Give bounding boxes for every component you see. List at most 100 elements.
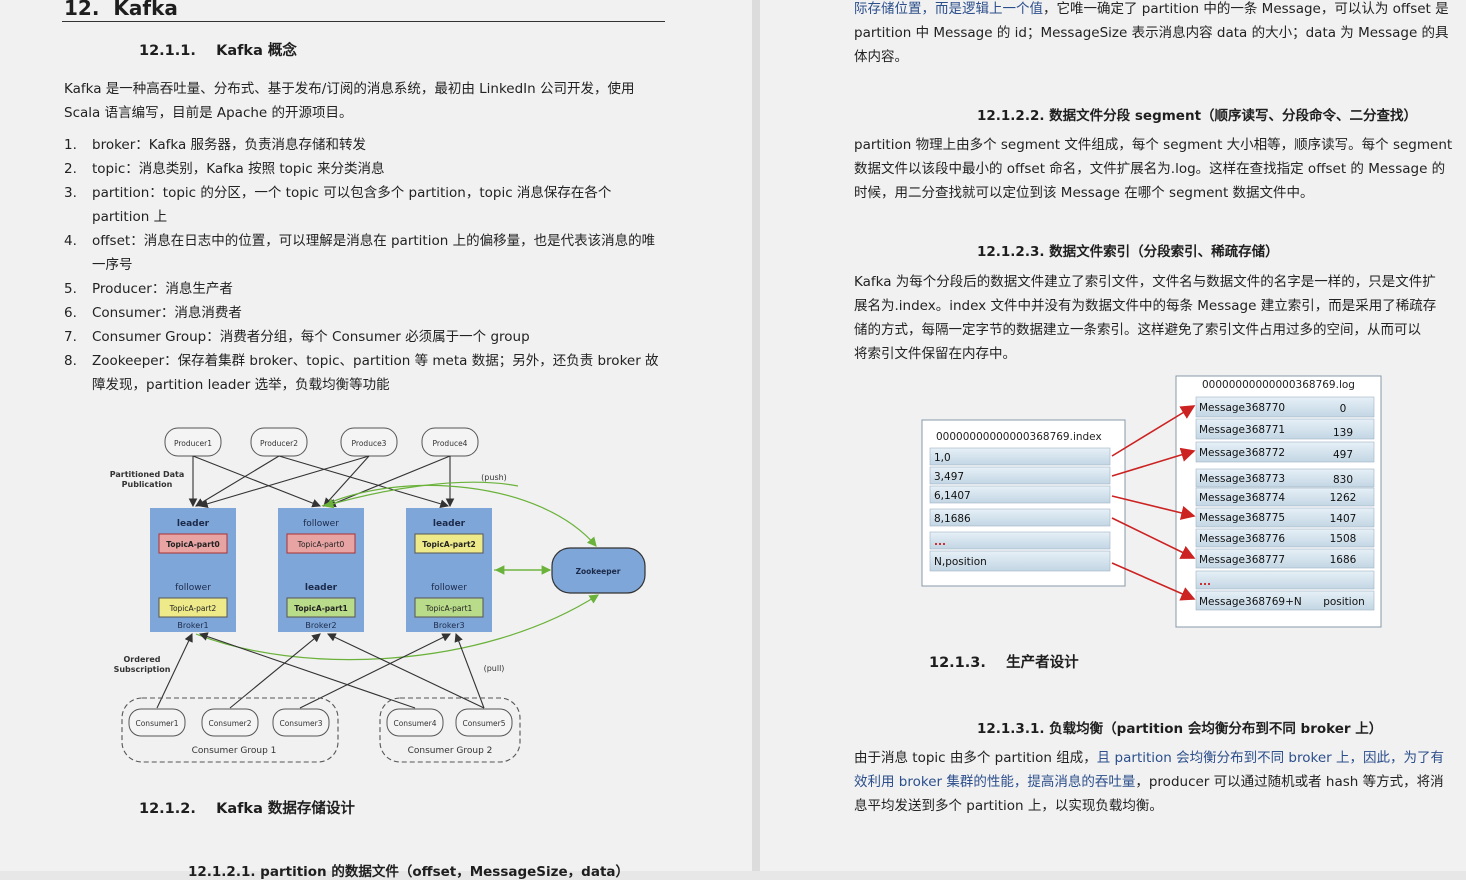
producer-node: Produce3	[340, 427, 398, 457]
consumer-label: Consumer2	[208, 719, 251, 728]
log-msg: Message368771	[1199, 424, 1285, 436]
broker-role: follower	[175, 583, 211, 593]
broker-node: follower TopicA-part0 leader TopicA-part…	[278, 508, 364, 632]
consumer-node: Consumer2	[201, 708, 259, 737]
consumer-label: Consumer5	[462, 719, 505, 728]
log-pos: 1407	[1330, 513, 1357, 525]
log-pos: 497	[1333, 449, 1353, 461]
producer-label: Produce3	[352, 439, 387, 448]
index-row: 8,1686	[934, 513, 971, 525]
producer-label: Producer1	[174, 439, 212, 448]
index-log-diagram: 00000000000000368769.index 1,0 3,497 6,1…	[921, 375, 1382, 628]
index-paragraph: Kafka 为每个分段后的数据文件建立了索引文件，文件名与数据文件的名字是一样的…	[854, 274, 1437, 362]
consumer-group-label: Consumer Group 1	[192, 746, 277, 756]
section-heading-storage: 12.1.2. Kafka 数据存储设计	[139, 801, 355, 817]
partition-label: TopicA-part2	[169, 604, 217, 613]
consumer-node: Consumer3	[272, 708, 330, 737]
index-file: 00000000000000368769.index 1,0 3,497 6,1…	[921, 419, 1126, 587]
segment-heading: 12.1.2.2. 数据文件分段 segment（顺序读写、分段命令、二分查找）	[977, 108, 1418, 124]
log-pos: 830	[1333, 474, 1353, 486]
list-item: 2.topic：消息类别，Kafka 按照 topic 来分类消息	[64, 161, 385, 177]
log-msg: Message368770	[1199, 402, 1285, 414]
log-pos: 1508	[1330, 533, 1357, 545]
index-pointer-arrows	[1111, 405, 1196, 601]
page-gap	[752, 0, 760, 871]
zookeeper-node: Zookeeper	[551, 547, 646, 594]
consumer-node: Consumer1	[128, 708, 186, 737]
list-item: 1.broker：Kafka 服务器，负责消息存储和转发	[64, 137, 367, 153]
consumer-group-box	[121, 697, 339, 763]
broker-role: follower	[431, 583, 467, 593]
broker-node: leader TopicA-part0 follower TopicA-part…	[150, 508, 236, 632]
left-page: 12. Kafka 12.1.1. Kafka 概念 Kafka 是一种高吞吐量…	[62, 0, 665, 880]
consumer-node: Consumer4	[386, 708, 444, 737]
data-file-paragraph: 际存储位置，而是逻辑上一个值，它唯一确定了 partition 中的一条 Mes…	[854, 1, 1449, 65]
partitioned-label: Partitioned Data	[110, 470, 185, 479]
log-file-title: 00000000000000368769.log	[1202, 379, 1355, 391]
cut-off-heading: 12.1.2.1. partition 的数据文件（offset，Message…	[188, 864, 630, 880]
producer-label: Producer2	[260, 439, 298, 448]
partition-label: TopicA-part1	[294, 604, 348, 613]
list-item: 6.Consumer：消息消费者	[64, 305, 242, 321]
consumer-label: Consumer4	[393, 719, 436, 728]
broker-role: leader	[305, 583, 338, 593]
partition-label: TopicA-part0	[166, 540, 220, 549]
zookeeper-label: Zookeeper	[576, 567, 621, 576]
broker-name: Broker2	[305, 621, 336, 630]
intro-paragraph: Kafka 是一种高吞吐量、分布式、基于发布/订阅的消息系统，最初由 Linke…	[64, 81, 635, 121]
log-msg: Message368773	[1199, 473, 1285, 485]
ordered-label: Ordered	[124, 655, 161, 664]
chapter-heading: 12. Kafka	[64, 0, 178, 20]
consumer-group-label: Consumer Group 2	[408, 746, 493, 756]
zookeeper-arrows	[195, 481, 600, 661]
right-page: 际存储位置，而是逻辑上一个值，它唯一确定了 partition 中的一条 Mes…	[760, 0, 1466, 871]
list-item: 8.Zookeeper：保存着集群 broker、topic、partition…	[64, 353, 659, 393]
pull-arrows	[156, 632, 485, 709]
log-pos: 139	[1333, 427, 1353, 439]
partition-label: TopicA-part2	[422, 540, 476, 549]
kafka-architecture-diagram: Producer1 Producer2 Produce3 Produce4 Pa…	[110, 427, 646, 763]
index-heading: 12.1.2.3. 数据文件索引（分段索引、稀疏存储）	[977, 244, 1279, 260]
log-pos: 0	[1340, 403, 1347, 415]
ordered-label: Subscription	[114, 665, 171, 674]
producer-node: Producer2	[250, 427, 308, 457]
log-msg: Message368769+N	[1199, 596, 1302, 608]
log-msg: Message368776	[1199, 533, 1285, 545]
log-msg: Message368777	[1199, 554, 1285, 566]
list-item: 7.Consumer Group：消费者分组，每个 Consumer 必须属于一…	[64, 329, 530, 345]
list-item: 5.Producer：消息生产者	[64, 281, 233, 297]
pull-label: (pull)	[484, 664, 505, 673]
consumer-label: Consumer1	[135, 719, 178, 728]
load-balance-heading: 12.1.3.1. 负载均衡（partition 会均衡分布到不同 broker…	[977, 721, 1383, 737]
producer-design-heading: 12.1.3. 生产者设计	[929, 655, 1079, 671]
broker-name: Broker3	[433, 621, 464, 630]
consumer-node: Consumer5	[455, 708, 513, 737]
partition-label: TopicA-part1	[425, 604, 473, 613]
partition-label: TopicA-part0	[297, 540, 345, 549]
segment-paragraph: partition 物理上由多个 segment 文件组成，每个 segment…	[854, 137, 1453, 201]
index-row: 3,497	[934, 471, 964, 483]
push-label: (push)	[481, 473, 507, 482]
consumer-group-box	[379, 697, 521, 763]
log-msg: ...	[1199, 576, 1211, 588]
producer-label: Produce4	[433, 439, 468, 448]
concept-list: 1.broker：Kafka 服务器，负责消息存储和转发 2.topic：消息类…	[64, 133, 664, 397]
log-msg: Message368775	[1199, 512, 1285, 524]
broker-node: leader TopicA-part2 follower TopicA-part…	[406, 508, 492, 632]
log-pos: position	[1323, 596, 1365, 608]
broker-role: follower	[303, 519, 339, 529]
consumer-label: Consumer3	[279, 719, 322, 728]
list-item: 3.partition：topic 的分区，一个 topic 可以包含多个 pa…	[64, 185, 612, 225]
log-file: 00000000000000368769.log Message368770 0…	[1175, 375, 1382, 628]
index-row: ...	[934, 536, 946, 548]
log-msg: Message368772	[1199, 447, 1285, 459]
broker-role: leader	[433, 519, 466, 529]
partitioned-label: Publication	[122, 480, 173, 489]
log-msg: Message368774	[1199, 492, 1285, 504]
index-row: 1,0	[934, 452, 951, 464]
publish-arrows	[188, 455, 455, 509]
list-item: 4.offset：消息在日志中的位置，可以理解是消息在 partition 上的…	[64, 233, 656, 273]
chapter-rule	[62, 21, 665, 22]
broker-role: leader	[177, 519, 210, 529]
broker-name: Broker1	[177, 621, 208, 630]
